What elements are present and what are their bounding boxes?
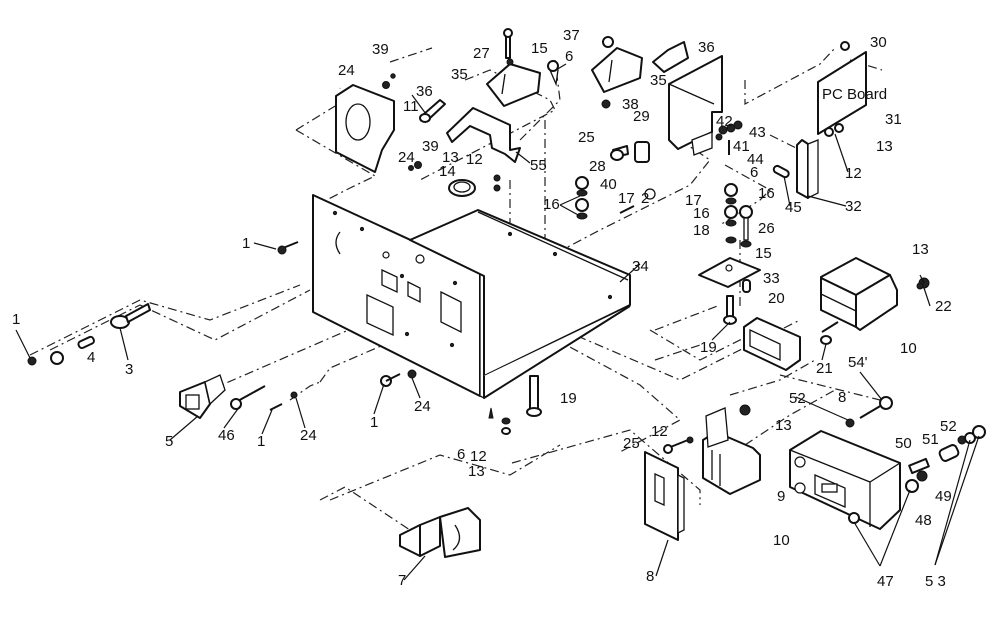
part-callout-12: 12 [651,423,668,440]
part-callout-55: 55 [530,157,547,174]
part-callout-15: 15 [531,40,548,57]
part-callout-31: 31 [885,111,902,128]
part-callout-6: 6 [750,164,758,181]
part-callout-52: 52 [789,390,806,407]
relay-bracket-55 [408,28,559,197]
part-callout-3: 3 [125,361,133,378]
part-callout-19: 19 [700,339,717,356]
part-callout-37: 37 [563,27,580,44]
bottom-hardware [399,375,542,558]
part-callout-1: 1 [370,414,378,431]
part-callout-41: 41 [733,138,750,155]
part-callout-17: 17 [685,192,702,209]
part-callout-24: 24 [300,427,317,444]
part-callout-4: 4 [87,349,95,366]
part-callout-25: 25 [623,435,640,452]
part-callout-40: 40 [600,176,617,193]
part-callout-47: 47 [877,573,894,590]
part-callout-33: 33 [763,270,780,287]
part-callout-39: 39 [372,41,389,58]
part-callout-26: 26 [758,220,775,237]
part-callout-35: 35 [650,72,667,89]
part-callout-28: 28 [589,158,606,175]
part-callout-24: 24 [414,398,431,415]
part-callout-12: 12 [466,151,483,168]
part-callout-9: 9 [777,488,785,505]
part-callout-8: 8 [838,389,846,406]
bracket-plate-11 [335,73,396,173]
part-callout-51: 51 [922,431,939,448]
part-callout-7: 7 [398,572,406,589]
part-callout-44: 44 [747,151,764,168]
bottom-right-assembly [644,396,986,541]
part-callout-13: 13 [912,241,929,258]
part-callout-14: 14 [439,163,456,180]
part-callout-20: 20 [768,290,785,307]
part-callout-39: 39 [422,138,439,155]
part-callout-49: 49 [935,488,952,505]
part-callout-45: 45 [785,199,802,216]
part-callout-1: 1 [12,311,20,328]
part-callout-13: 13 [442,149,459,166]
part-callout-18: 18 [693,222,710,239]
part-callout-29: 29 [633,108,650,125]
part-callout-52: 52 [940,418,957,435]
part-callout-13: 13 [876,138,893,155]
part-callout-24: 24 [338,62,355,79]
part-callout-35: 35 [451,66,468,83]
part-callout-10: 10 [773,532,790,549]
chassis-front-panel [312,194,631,400]
part-callout-15: 15 [755,245,772,262]
part-callout-16: 16 [758,185,775,202]
leader-lines [15,63,980,581]
part-callout-38: 38 [622,96,639,113]
part-callout-36: 36 [698,39,715,56]
part-callout-12: 12 [470,448,487,465]
pc-board-assembly: PC Board [796,41,887,200]
part-callout-6: 6 [457,446,465,463]
part-callout-16: 16 [693,205,710,222]
part-callout-22: 22 [935,298,952,315]
part-callout-1: 1 [242,235,250,252]
part-callout-21: 21 [816,360,833,377]
part-callout-13: 13 [468,463,485,480]
part-callout-12: 12 [845,165,862,182]
part-callout-11: 11 [403,98,419,115]
part-callout-34: 34 [632,258,649,275]
part-callout-24: 24 [398,149,415,166]
part-callout-10: 10 [900,340,917,357]
part-callout-2: 2 [641,190,649,207]
mounting-plate-33 [575,176,801,371]
part-callout-17: 17 [618,190,635,207]
part-callout-50: 50 [895,435,912,452]
part-callout-32: 32 [845,198,862,215]
part-callout-53: 5 3 [925,573,946,590]
part-callout-16: 16 [543,196,560,213]
part-callout-6: 6 [565,48,573,65]
circuit-breaker-10-upper [820,257,930,345]
part-callout-13: 13 [775,417,792,434]
relay-bracket-29 [591,36,790,214]
part-callout-27: 27 [473,45,490,62]
part-callout-43: 43 [749,124,766,141]
left-components [27,241,417,419]
part-callout-36: 36 [416,83,433,100]
part-callout-30: 30 [870,34,887,51]
pc-board-label: PC Board [822,86,887,103]
part-callout-54: 54' [848,354,868,371]
part-callout-8: 8 [646,568,654,585]
part-callout-1: 1 [257,433,265,450]
part-callout-5: 5 [165,433,173,450]
part-callout-48: 48 [915,512,932,529]
part-callout-19: 19 [560,390,577,407]
part-callout-42: 42 [716,113,733,130]
part-callout-46: 46 [218,427,235,444]
part-callout-25: 25 [578,129,595,146]
